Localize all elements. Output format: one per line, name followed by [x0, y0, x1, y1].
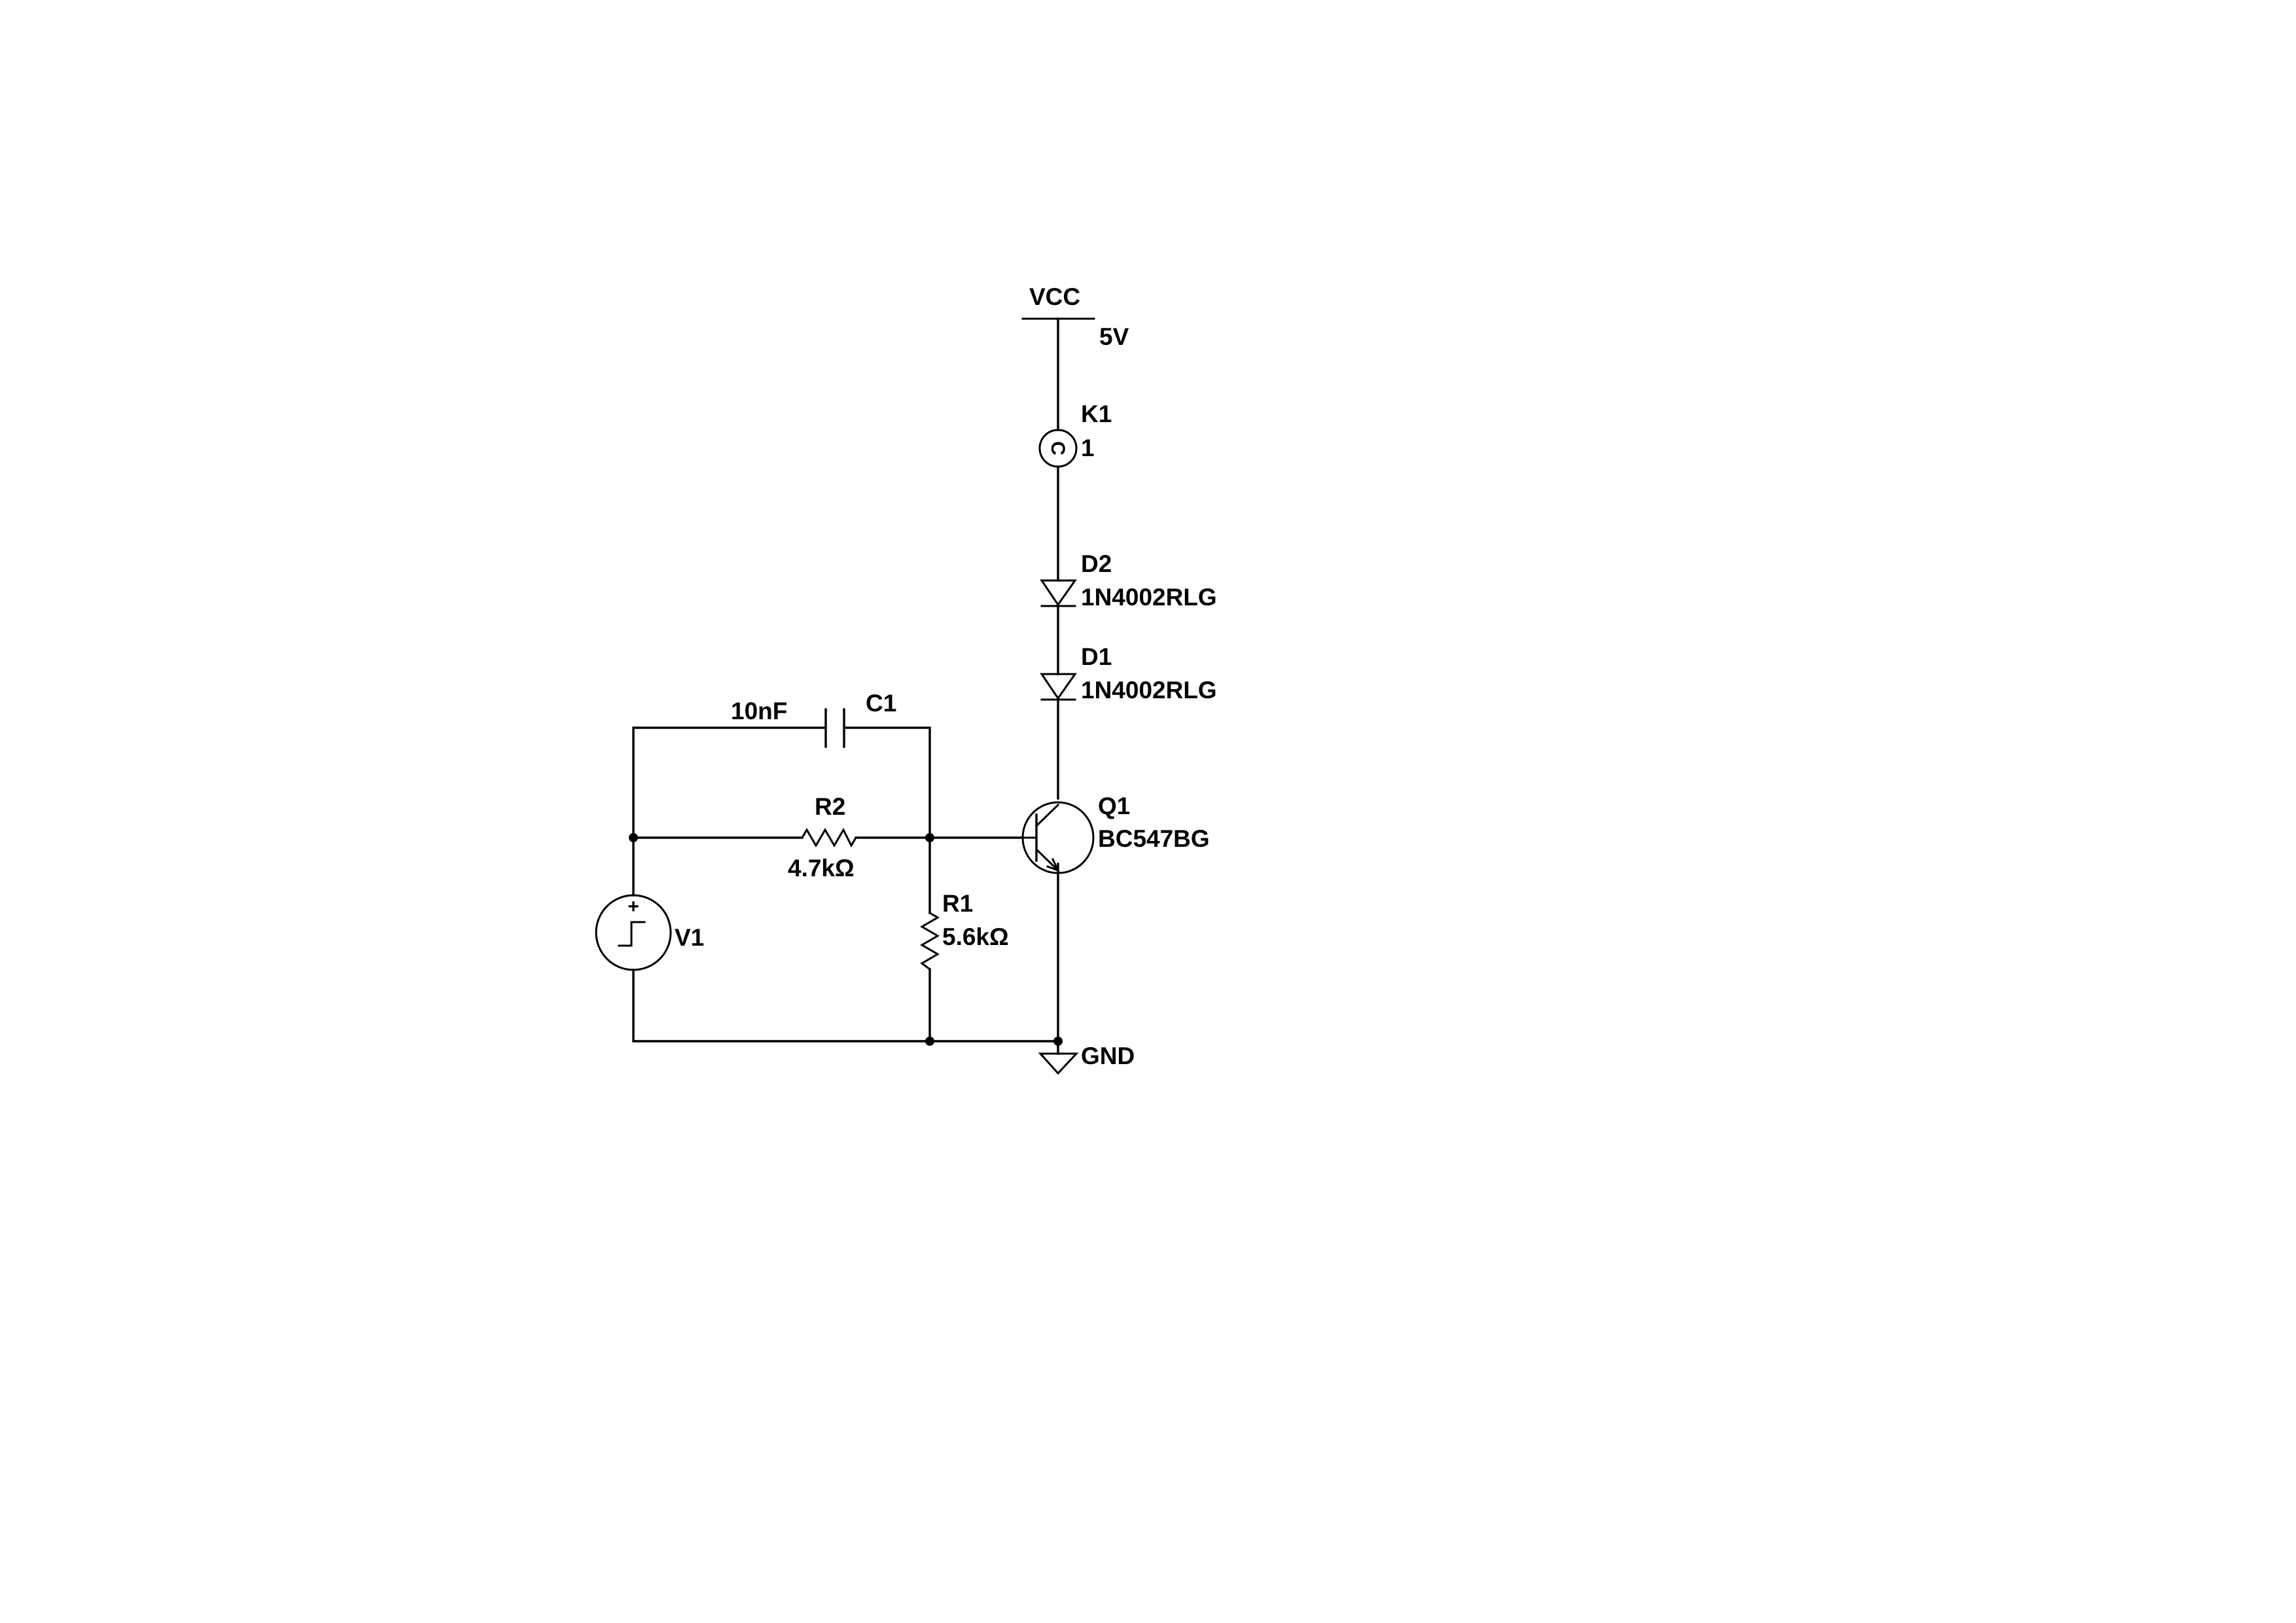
- c1-value-label: 10nF: [731, 698, 787, 724]
- wire-cap-loop: [632, 726, 827, 839]
- c1-ref-label: C1: [866, 690, 896, 717]
- v1-ref-label: V1: [675, 924, 704, 951]
- d1-ref-label: D1: [1081, 643, 1112, 670]
- r2-value-label: 4.7kΩ: [788, 855, 855, 882]
- diode-icon: [1040, 579, 1077, 607]
- r1-ref-label: R1: [942, 890, 973, 917]
- k1-value-label: 1: [1081, 435, 1095, 461]
- npn-transistor-icon: [1021, 801, 1095, 874]
- q1-ref-label: Q1: [1098, 793, 1130, 819]
- vcc-net-label: VCC: [1029, 283, 1080, 310]
- step-voltage-source-icon: [595, 894, 672, 971]
- resistor-icon: [920, 911, 940, 971]
- d2-ref-label: D2: [1081, 550, 1112, 577]
- resistor-icon: [800, 827, 858, 848]
- k1-coil-glyph: C: [1047, 441, 1069, 455]
- gnd-net-label: GND: [1081, 1043, 1135, 1069]
- ground-icon: [1038, 1052, 1079, 1075]
- wire-v1-bottom: [632, 969, 1059, 1043]
- capacitor-icon: [824, 708, 845, 748]
- r2-ref-label: R2: [815, 793, 845, 820]
- junction-dot: [1053, 1037, 1063, 1046]
- r1-value-label: 5.6kΩ: [942, 923, 1009, 950]
- junction-dot: [629, 833, 638, 842]
- q1-value-label: BC547BG: [1098, 825, 1210, 852]
- junction-dot: [925, 833, 934, 842]
- junction-dot: [925, 1037, 934, 1046]
- v1-polarity-mark: +: [627, 896, 639, 918]
- wires: [632, 317, 1059, 1055]
- wire-cap-right: [843, 726, 931, 839]
- relay-coil-icon: [1038, 429, 1078, 468]
- d2-value-label: 1N4002RLG: [1081, 584, 1217, 611]
- vcc-voltage-label: 5V: [1099, 323, 1129, 350]
- d1-value-label: 1N4002RLG: [1081, 677, 1217, 704]
- diode-icon: [1040, 673, 1077, 701]
- k1-ref-label: K1: [1081, 401, 1112, 427]
- junctions: [629, 833, 1063, 1046]
